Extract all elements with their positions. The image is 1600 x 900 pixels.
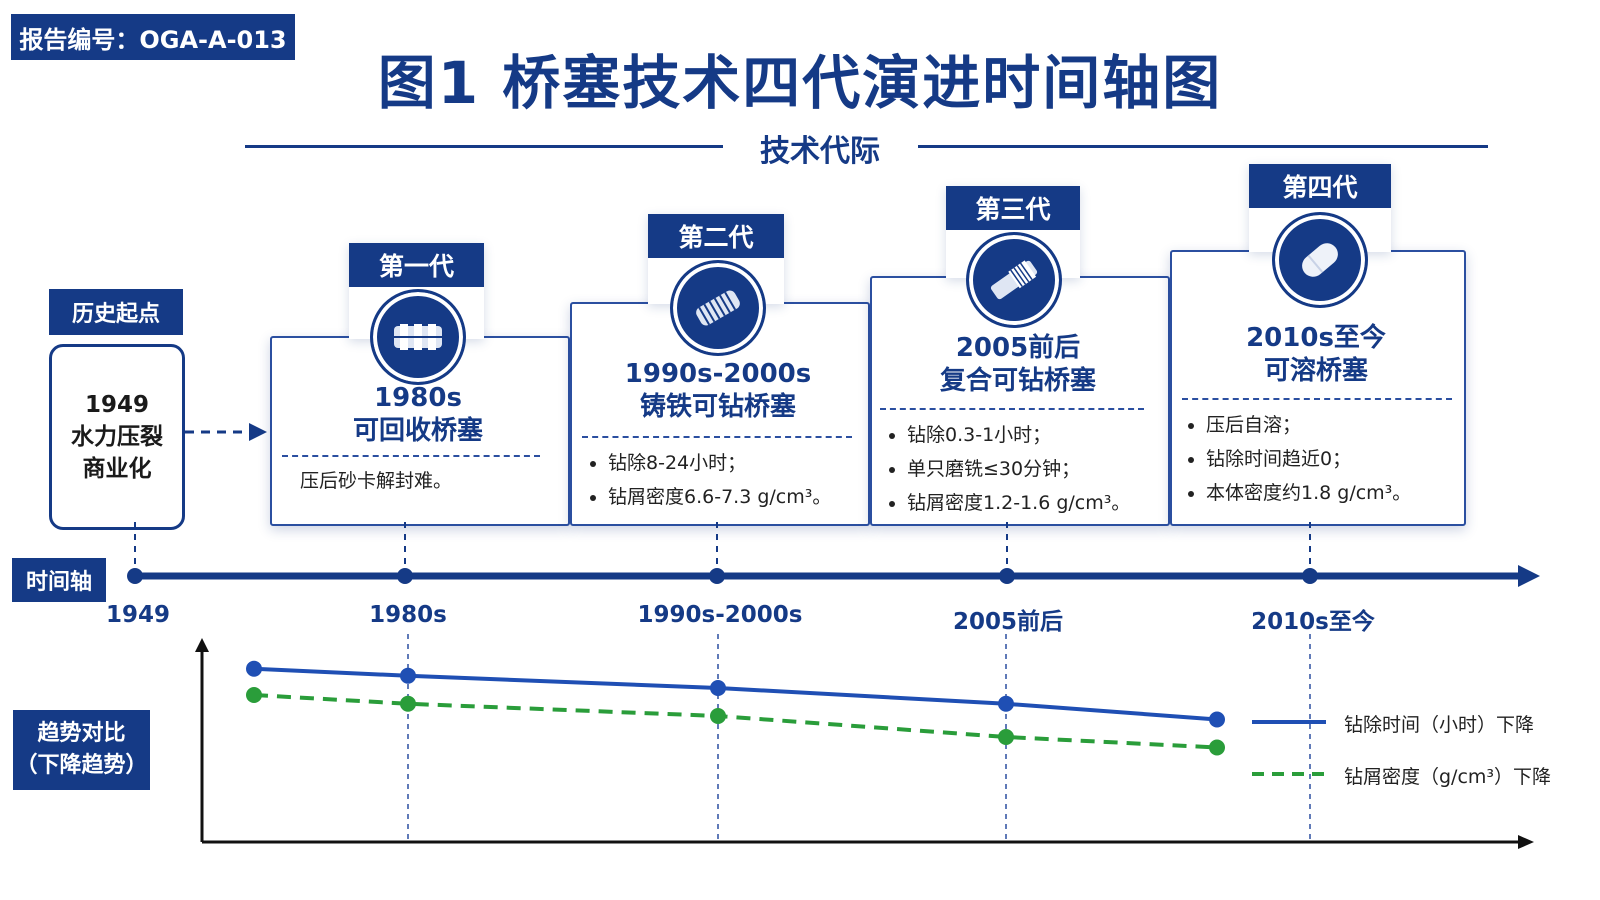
gen-sep-2	[582, 436, 852, 438]
series-line-1	[253, 666, 1218, 722]
dissolvable-plug-icon	[1272, 212, 1368, 308]
chart-legend-lines	[1252, 720, 1326, 776]
gen-name-3: 复合可钻桥塞	[939, 366, 1096, 396]
timeline-year-2010s: 2010s至今	[1251, 609, 1375, 635]
gen-period-4: 2010s至今	[1246, 323, 1386, 353]
series-2-point-3	[710, 708, 726, 724]
series-2-point-1	[246, 687, 262, 703]
gen-head-2: 1990s-2000s 铸铁可钻桥塞	[570, 358, 866, 424]
gen-period-1: 1980s	[374, 383, 462, 413]
gen-head-1: 1980s 可回收桥塞	[270, 382, 566, 448]
page-title: 图1 桥塞技术四代演进时间轴图	[377, 49, 1223, 117]
gen-points-4: 压后自溶； 钻除时间趋近0； 本体密度约1.8 g/cm³。	[1184, 408, 1459, 510]
gen-sep-3	[880, 408, 1144, 410]
chart-y-arrow	[195, 638, 209, 652]
gen-name-1: 可回收桥塞	[352, 416, 483, 446]
history-event-2: 商业化	[82, 456, 152, 482]
timeline-year-2005: 2005前后	[952, 609, 1063, 635]
timeline-year-1980s: 1980s	[369, 602, 447, 628]
legend-item-density: 钻屑密度（g/cm³）下降	[1344, 766, 1552, 788]
gen-point-2-2: 钻屑密度6.6-7.3 g/cm³。	[608, 480, 861, 514]
series-2-point-2	[400, 695, 416, 712]
timeline-axis	[127, 522, 1540, 587]
section-title: 技术代际	[760, 134, 880, 169]
retrievable-plug-icon	[370, 289, 466, 385]
series-1-point-3	[710, 680, 726, 696]
gen-sep-1	[282, 455, 540, 457]
timeline-year-1990s: 1990s-2000s	[637, 602, 803, 628]
series-2-point-5	[1209, 739, 1225, 756]
report-id: 报告编号：OGA-A-013	[11, 14, 295, 60]
gen-name-2: 铸铁可钻桥塞	[639, 392, 796, 422]
gen-points-2: 钻除8-24小时； 钻屑密度6.6-7.3 g/cm³。	[586, 446, 861, 514]
trend-label-line2: （下降趋势）	[15, 753, 148, 778]
chart-x-arrow	[1518, 835, 1534, 849]
gen-note-1: 压后砂卡解封难。	[300, 470, 453, 492]
legend-item-drill-time: 钻除时间（小时）下降	[1344, 714, 1535, 736]
gen-point-3-1: 钻除0.3-1小时；	[907, 418, 1163, 452]
trend-label-line1: 趋势对比	[37, 721, 126, 746]
gen-point-2-1: 钻除8-24小时；	[608, 446, 861, 480]
series-line-2	[253, 693, 1218, 750]
series-1-point-4	[998, 695, 1014, 712]
gen-tab-2: 第二代	[648, 214, 784, 258]
composite-plug-icon	[966, 232, 1062, 328]
trend-chart	[195, 634, 1534, 849]
history-label: 历史起点	[49, 289, 183, 335]
section-divider-left	[245, 145, 723, 148]
gen-period-2: 1990s-2000s	[624, 359, 812, 389]
gen-head-3: 2005前后 复合可钻桥塞	[870, 332, 1166, 398]
series-2-point-4	[998, 729, 1014, 745]
history-event-1: 水力压裂	[71, 424, 163, 450]
gen-head-4: 2010s至今 可溶桥塞	[1170, 322, 1462, 388]
series-1-point-5	[1209, 711, 1225, 728]
gen-point-4-3: 本体密度约1.8 g/cm³。	[1206, 476, 1459, 510]
cast-iron-plug-icon	[670, 260, 766, 356]
gen-point-3-2: 单只磨铣≤30分钟；	[907, 452, 1163, 486]
gen-period-3: 2005前后	[955, 333, 1081, 363]
history-arrow	[185, 423, 267, 441]
gen-point-4-1: 压后自溶；	[1206, 408, 1459, 442]
gen-tab-1: 第一代	[349, 243, 484, 287]
section-divider-right	[918, 145, 1488, 148]
history-year: 1949	[84, 392, 149, 418]
gen-point-4-2: 钻除时间趋近0；	[1206, 442, 1459, 476]
gen-tab-4: 第四代	[1249, 164, 1391, 208]
timeline-label: 时间轴	[12, 558, 106, 602]
series-1-point-1	[246, 660, 262, 677]
gen-point-3-3: 钻屑密度1.2-1.6 g/cm³。	[907, 486, 1163, 520]
series-1-point-2	[400, 667, 416, 684]
history-box: 1949 水力压裂 商业化	[49, 344, 185, 530]
gen-points-3: 钻除0.3-1小时； 单只磨铣≤30分钟； 钻屑密度1.2-1.6 g/cm³。	[885, 418, 1163, 520]
gen-sep-4	[1182, 398, 1452, 400]
gen-name-4: 可溶桥塞	[1263, 356, 1368, 386]
timeline-year-1949: 1949	[105, 602, 170, 628]
gen-tab-3: 第三代	[946, 186, 1080, 230]
trend-label: 趋势对比 （下降趋势）	[13, 710, 150, 790]
